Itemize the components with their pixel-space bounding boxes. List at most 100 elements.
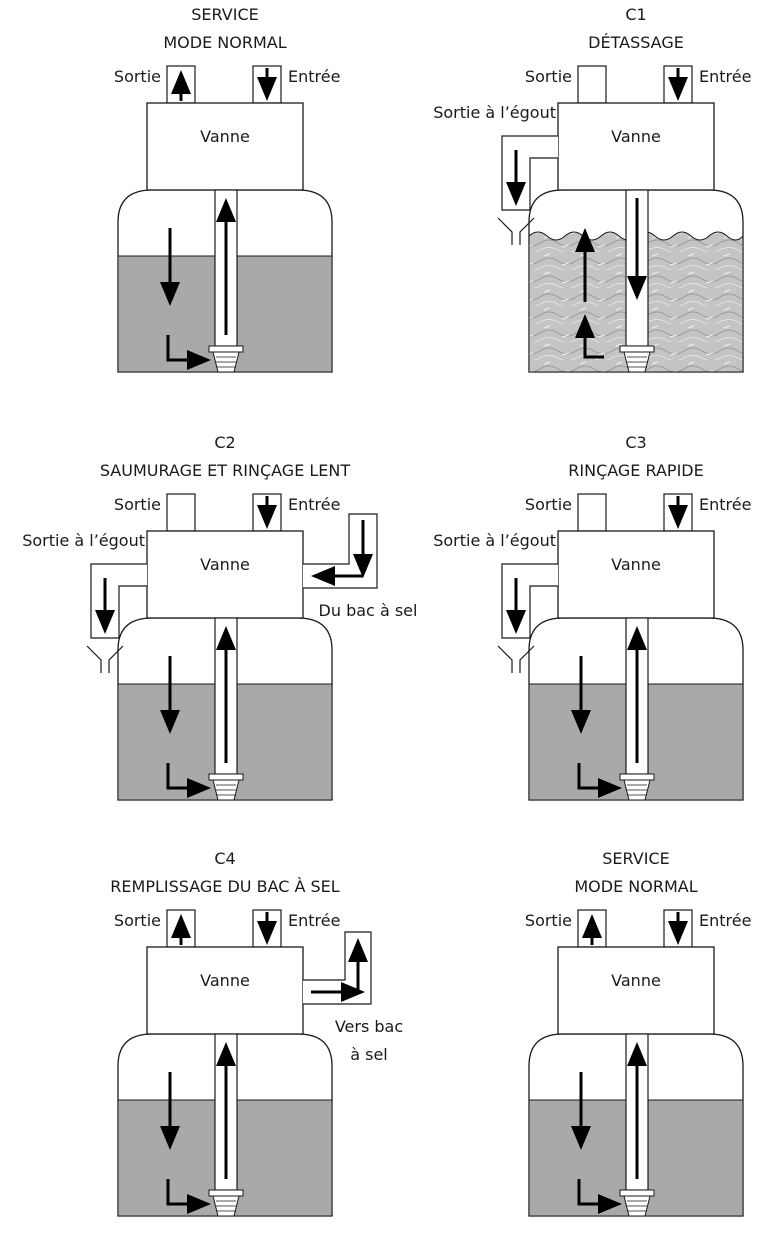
bed-return-arrow bbox=[598, 778, 622, 798]
inlet-flow-arrow-head bbox=[257, 921, 277, 945]
mode-heading: DÉTASSAGE bbox=[588, 33, 684, 52]
bed-return-arrow-head bbox=[187, 778, 211, 798]
outlet-label: Sortie bbox=[525, 911, 572, 930]
bed-flow-arrow-down bbox=[160, 656, 180, 734]
outlet-flow-arrow bbox=[582, 914, 602, 945]
outlet-label: Sortie bbox=[525, 67, 572, 86]
bed-flow-arrow-down-head bbox=[571, 710, 591, 734]
drain-flow-arrow-head bbox=[95, 610, 115, 634]
bed-return-arrow-head bbox=[187, 350, 211, 370]
brine-out-arrow-right bbox=[311, 982, 365, 1002]
valve-label: Vanne bbox=[200, 971, 250, 990]
outlet-label: Sortie bbox=[114, 495, 161, 514]
outlet-port bbox=[577, 65, 607, 104]
brine-out-arrow-right-head bbox=[341, 982, 365, 1002]
tube-flow-arrow bbox=[216, 1042, 236, 1179]
side-label-line: à sel bbox=[350, 1045, 388, 1064]
inlet-flow-arrow-head bbox=[668, 77, 688, 101]
step-heading: C4 bbox=[214, 849, 235, 868]
backwash-arrow-low bbox=[575, 314, 595, 338]
backwash-arrow-high-head bbox=[575, 228, 595, 252]
drain-funnel bbox=[497, 645, 535, 673]
outlet-flow-arrow-head bbox=[582, 914, 602, 938]
drain-flow-arrow bbox=[506, 578, 526, 634]
drain-label: Sortie à l’égout bbox=[433, 531, 556, 550]
inlet-label: Entrée bbox=[288, 911, 340, 930]
distributor-collar bbox=[619, 773, 655, 781]
drain-funnel bbox=[86, 645, 124, 673]
inlet-label: Entrée bbox=[288, 495, 340, 514]
inlet-flow-arrow bbox=[257, 496, 277, 529]
valve-label: Vanne bbox=[611, 555, 661, 574]
tube-flow-arrow-head bbox=[216, 626, 236, 650]
mode-heading: RINÇAGE RAPIDE bbox=[568, 461, 703, 480]
brine-in-arrow-down-head bbox=[353, 554, 373, 578]
tube-flow-arrow bbox=[216, 626, 236, 763]
bed-flow-arrow-down-head bbox=[160, 710, 180, 734]
outlet-label: Sortie bbox=[114, 67, 161, 86]
outlet-flow-arrow-head bbox=[171, 914, 191, 938]
mode-heading: SAUMURAGE ET RINÇAGE LENT bbox=[100, 461, 351, 480]
distributor-collar bbox=[208, 1189, 244, 1197]
drain-label: Sortie à l’égout bbox=[433, 103, 556, 122]
bed-flow-arrow-down bbox=[160, 228, 180, 306]
inlet-flow-arrow-head bbox=[668, 505, 688, 529]
outlet-port bbox=[166, 493, 196, 532]
step-heading: SERVICE bbox=[602, 849, 669, 868]
side-label-line: Du bac à sel bbox=[319, 601, 418, 620]
brine-pipe bbox=[303, 513, 378, 589]
backwash-return-path bbox=[583, 335, 604, 359]
valve-label: Vanne bbox=[611, 127, 661, 146]
brine-in-arrow-down bbox=[353, 520, 373, 578]
brine-in-arrow-left bbox=[311, 566, 363, 586]
inlet-label: Entrée bbox=[699, 911, 751, 930]
outlet-flow-arrow bbox=[171, 914, 191, 945]
tube-flow-arrow-head bbox=[627, 626, 647, 650]
distributor-collar bbox=[208, 773, 244, 781]
brine-in-arrow-left-head bbox=[311, 566, 335, 586]
bed-flow-arrow-down-head bbox=[160, 282, 180, 306]
tube-flow-arrow-head bbox=[216, 198, 236, 222]
bed-flow-arrow-down-head bbox=[571, 1126, 591, 1150]
step-heading: C3 bbox=[625, 433, 646, 452]
drain-flow-arrow bbox=[95, 578, 115, 634]
bed-flow-arrow-down-head bbox=[160, 1126, 180, 1150]
mode-heading: MODE NORMAL bbox=[574, 877, 697, 896]
drain-flow-arrow-head bbox=[506, 182, 526, 206]
outlet-port bbox=[577, 493, 607, 532]
inlet-flow-arrow bbox=[257, 68, 277, 101]
distributor-collar bbox=[208, 345, 244, 353]
distributor-collar bbox=[619, 345, 655, 353]
outlet-flow-arrow-head bbox=[171, 70, 191, 94]
valve-body bbox=[146, 946, 304, 1035]
bed-return-arrow bbox=[598, 1194, 622, 1214]
tube-flow-arrow bbox=[627, 626, 647, 763]
drain-funnel bbox=[497, 217, 535, 245]
brine-out-arrow-up-head bbox=[348, 938, 368, 962]
tube-flow-arrow bbox=[627, 1042, 647, 1179]
bed-return-arrow-head bbox=[187, 1194, 211, 1214]
step-heading: SERVICE bbox=[191, 5, 258, 24]
bed-return-arrow bbox=[187, 350, 211, 370]
valve-body bbox=[146, 530, 304, 619]
drain-label: Sortie à l’égout bbox=[22, 531, 145, 550]
step-heading: C2 bbox=[214, 433, 235, 452]
outlet-label: Sortie bbox=[114, 911, 161, 930]
step-heading: C1 bbox=[625, 5, 646, 24]
tube-flow-arrow bbox=[627, 198, 647, 300]
tube-flow-arrow bbox=[216, 198, 236, 335]
inlet-label: Entrée bbox=[288, 67, 340, 86]
valve-body bbox=[557, 946, 715, 1035]
inlet-flow-arrow bbox=[257, 912, 277, 945]
bed-return-arrow-head bbox=[598, 1194, 622, 1214]
inlet-label: Entrée bbox=[699, 495, 751, 514]
tube-flow-arrow-head bbox=[627, 276, 647, 300]
tube-flow-arrow-head bbox=[216, 1042, 236, 1066]
inlet-flow-arrow bbox=[668, 68, 688, 101]
drain-flow-arrow bbox=[506, 150, 526, 206]
